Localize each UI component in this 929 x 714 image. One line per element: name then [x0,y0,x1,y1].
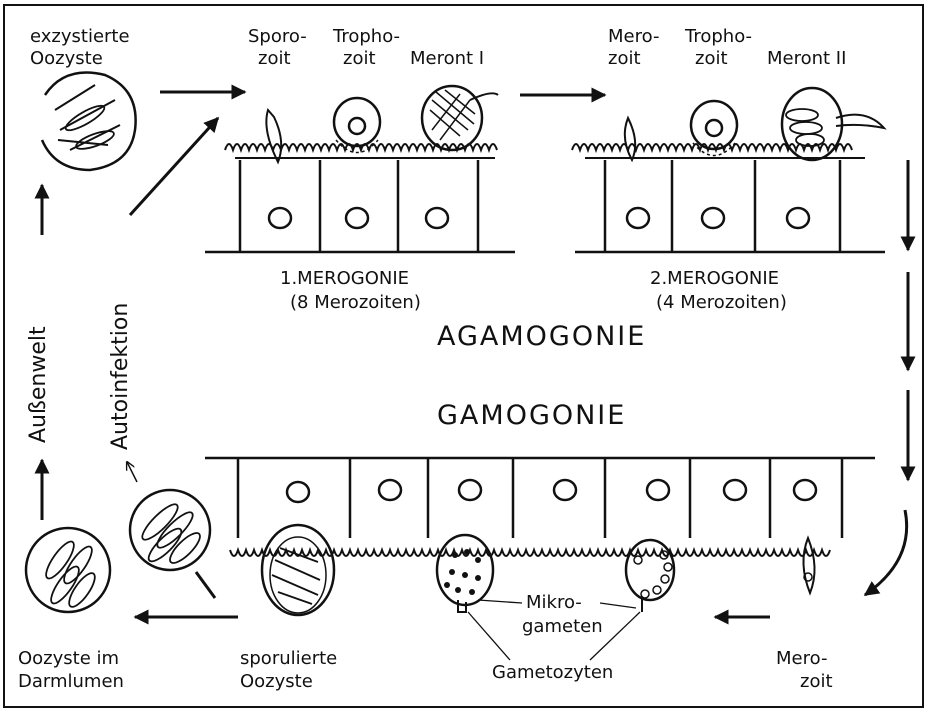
label-merogonie-2-sub: (4 Merozoiten) [656,292,787,314]
label-trophozoit-2: zoit [343,48,376,70]
label-sporulierte: sporulierte [240,648,337,670]
label-mikrogameten-1: Mikro- [526,592,582,614]
label-sporozoit-2: zoit [258,48,291,70]
label-meront-2: Meront II [767,48,846,70]
oocyst-in-lumen [26,528,110,612]
label-oozyste-im: Oozyste im [18,648,119,670]
label-autoinfektion: Autoinfektion [110,303,132,450]
label-exzystierte: exzystierte [30,26,130,48]
label-merogonie-1-sub: (8 Merozoiten) [290,292,421,314]
label-oozyste-top: Oozyste [30,48,103,70]
label-merozoit-1: Mero- [608,26,659,48]
epithelium-merogonie-1 [205,86,515,252]
excysted-oocyst [42,73,136,171]
label-mikrogameten-2: gameten [522,616,603,638]
heading-agamogonie: AGAMOGONIE [437,326,646,348]
label-merozoit-2: zoit [608,48,641,70]
label-trophozoit-b-2: zoit [695,48,728,70]
label-meront-1: Meront I [410,48,484,70]
label-trophozoit-1: Tropho- [333,26,400,48]
label-merogonie-1: 1.MEROGONIE [280,268,409,290]
label-merozoit-bottom-2: zoit [800,671,833,693]
label-trophozoit-b-1: Tropho- [685,26,752,48]
label-oozyste-bottom: Oozyste [240,671,313,693]
label-gametozyten: Gametozyten [492,662,613,684]
heading-gamogonie: GAMOGONIE [437,405,626,427]
epithelium-merogonie-2 [572,88,885,252]
sporulated-oocyst-free [130,490,210,570]
label-merozoit-bottom-1: Mero- [776,648,827,670]
label-darmlumen: Darmlumen [18,671,124,693]
label-aussenwelt: Außenwelt [28,326,50,443]
label-merogonie-2: 2.MEROGONIE [650,268,779,290]
label-sporozoit-1: Sporo- [248,26,307,48]
